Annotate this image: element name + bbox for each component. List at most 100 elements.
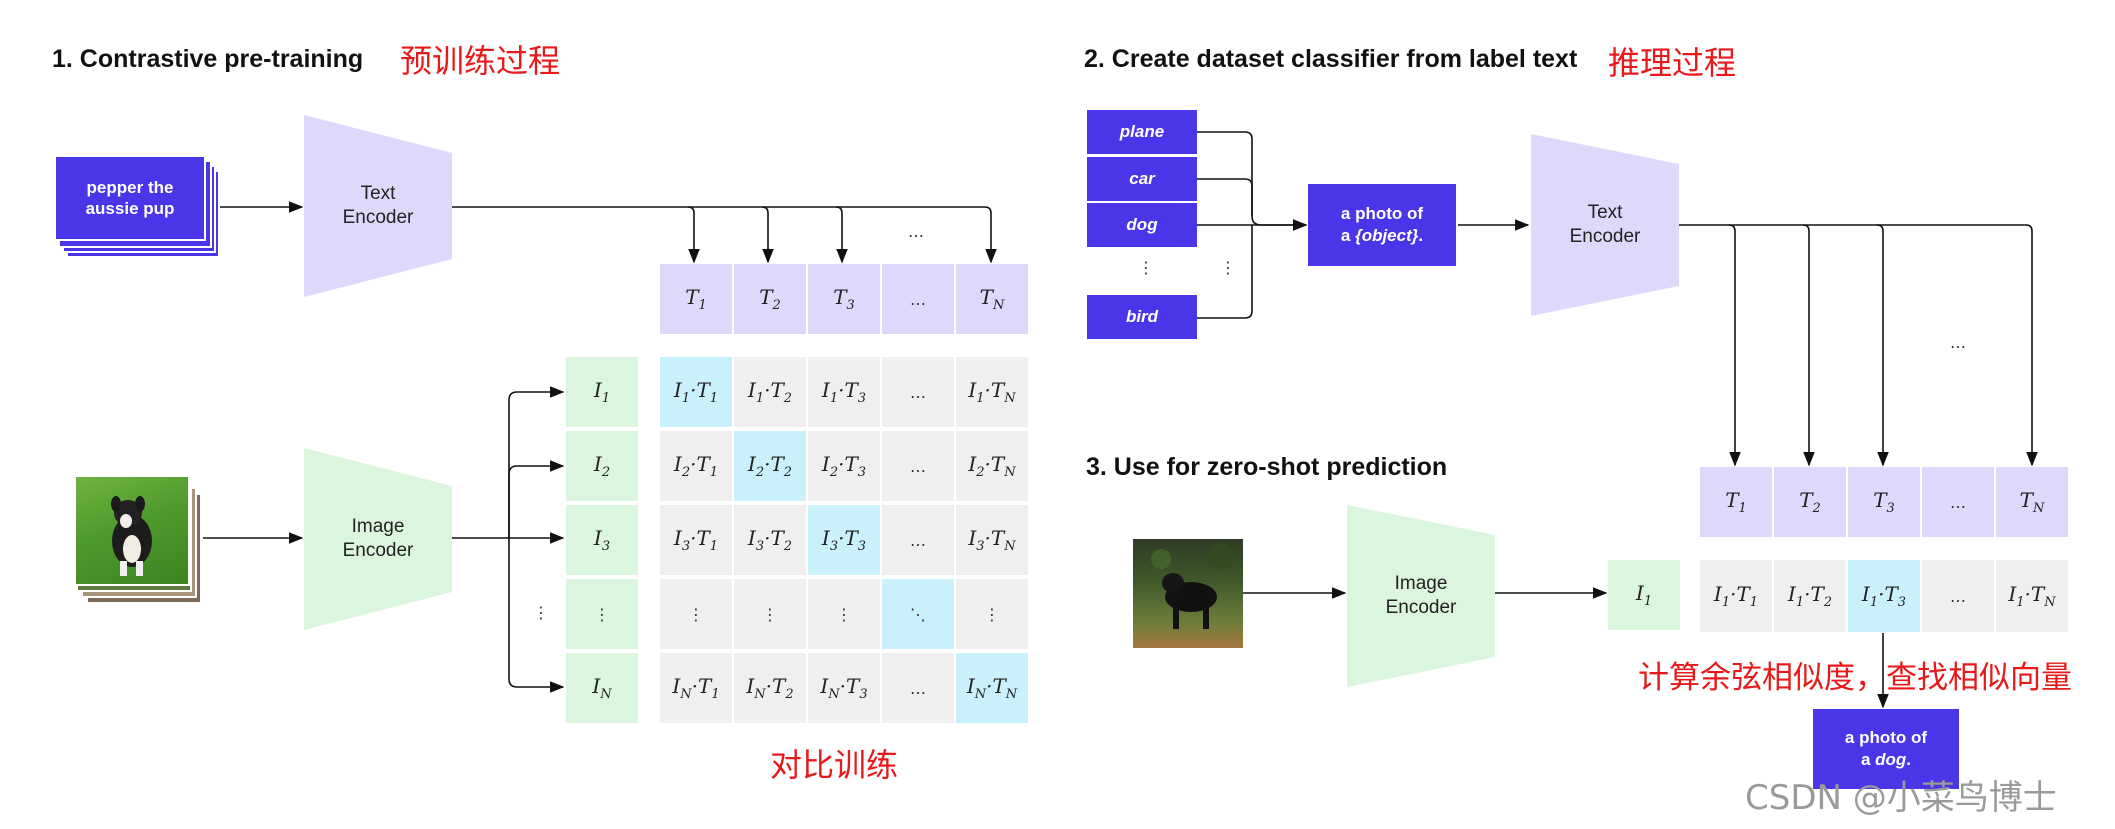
matrix-cell: ⋮: [808, 579, 880, 649]
product-label: I1·T3: [1861, 582, 1907, 610]
product-cell: …: [1922, 560, 1994, 632]
image-feature-cell: I1: [566, 357, 638, 427]
prompt-line2: a {object}.: [1341, 225, 1423, 247]
text-feature-cell: T1: [660, 264, 732, 334]
matrix-cell-value: …: [910, 678, 926, 698]
matrix-cell: …: [882, 653, 954, 723]
text-feature-label: T3: [833, 285, 855, 313]
text-feature-label: T2: [1799, 488, 1821, 516]
matrix-cell: …: [882, 431, 954, 501]
matrix-cell-value: I3·T3: [821, 526, 867, 554]
text-feature-ellipsis: …: [1950, 492, 1966, 512]
matrix-cell-value: ⋮: [762, 604, 778, 624]
similarity-annotation: 计算余弦相似度，查找相似向量: [1638, 660, 2072, 696]
product-label: I1·T1: [1713, 582, 1759, 610]
text-encoder-label: Text Encoder: [1569, 202, 1641, 247]
result-object: dog: [1875, 750, 1907, 769]
matrix-cell-value: I3·T2: [747, 526, 793, 554]
matrix-cell-value: …: [910, 456, 926, 476]
image-feature-ellipsis: ⋮: [594, 604, 610, 624]
encoder-output-ellipsis: …: [1950, 333, 1966, 352]
prediction-result: a photo of a dog.: [1813, 709, 1959, 789]
text-feature-label: TN: [979, 285, 1005, 313]
product-label: I1·T2: [1787, 582, 1833, 610]
product-cell-highlight: I1·T3: [1848, 560, 1920, 632]
text-feature-cell: T1: [1700, 467, 1772, 537]
prompt-template: a photo of a {object}.: [1308, 184, 1456, 266]
matrix-cell-value: ⋮: [836, 604, 852, 624]
text-encoder-1: Text Encoder: [304, 115, 452, 297]
section3-heading: 3. Use for zero-shot prediction: [1086, 453, 1448, 481]
matrix-cell: ⋮: [956, 579, 1028, 649]
label-ellipsis: ⋮: [1138, 258, 1154, 277]
image-feature-cell: I3: [566, 505, 638, 575]
matrix-cell-value: …: [910, 382, 926, 402]
image-feature-cell: ⋮: [566, 579, 638, 649]
image-feature-label: I3: [593, 526, 611, 554]
image-feature-label: I1: [1635, 581, 1653, 609]
matrix-cell: I2·T1: [660, 431, 732, 501]
text-feature-label: T1: [685, 285, 707, 313]
matrix-cell-value: I1·T3: [821, 378, 867, 406]
product-label: I1·TN: [2008, 582, 2056, 610]
image-feature-cell: I1: [1608, 560, 1680, 630]
product-cell: I1·T1: [1700, 560, 1772, 632]
result-prefix: a: [1860, 750, 1876, 769]
dog-illustration-icon: [111, 496, 152, 576]
text-feature-cell: TN: [956, 264, 1028, 334]
left-ellipsis: ⋮: [533, 603, 549, 622]
contrastive-annotation: 对比训练: [770, 746, 899, 784]
text-feature-label: TN: [2019, 488, 2045, 516]
text-feature-label: T3: [1873, 488, 1895, 516]
result-suffix: .: [1906, 750, 1912, 769]
text-feature-cell: T3: [1848, 467, 1920, 537]
matrix-cell-value: IN·T3: [820, 674, 868, 702]
dog-photo-2: [1133, 539, 1243, 648]
text-encoder-2: Text Encoder: [1531, 134, 1679, 316]
image-feature-label: IN: [592, 674, 612, 702]
image-encoder-2: Image Encoder: [1347, 505, 1495, 687]
matrix-cell-value: …: [910, 530, 926, 550]
matrix-cell: ⋮: [660, 579, 732, 649]
matrix-cell-value: I2·T1: [673, 452, 719, 480]
matrix-cell: I3·T2: [734, 505, 806, 575]
section2-annotation: 推理过程: [1608, 44, 1737, 82]
matrix-cell: I2·T3: [808, 431, 880, 501]
matrix-cell: I2·TN: [956, 431, 1028, 501]
text-encoder-label: Text Encoder: [342, 183, 414, 228]
image-feature-cell: I2: [566, 431, 638, 501]
image-encoder-label: Image Encoder: [1385, 573, 1457, 618]
matrix-cell: I1·T2: [734, 357, 806, 427]
text-feature-cell: …: [882, 264, 954, 334]
matrix-cell-diagonal: ⋱: [882, 579, 954, 649]
section1-heading: 1. Contrastive pre-training: [52, 45, 364, 73]
matrix-cell-value: I1·T2: [747, 378, 793, 406]
matrix-cell: …: [882, 505, 954, 575]
text-feature-ellipsis: …: [910, 289, 926, 309]
section2-heading: 2. Create dataset classifier from label …: [1084, 45, 1578, 73]
image-feature-cell: IN: [566, 653, 638, 723]
prompt-suffix: .: [1418, 226, 1424, 245]
matrix-cell: ⋮: [734, 579, 806, 649]
matrix-cell-value: I2·T2: [747, 452, 793, 480]
label-plane: plane: [1087, 110, 1197, 154]
top-ellipsis: …: [908, 222, 924, 241]
matrix-cell-value: IN·TN: [966, 674, 1018, 702]
image-feature-label: I2: [593, 452, 611, 480]
product-cell: I1·TN: [1996, 560, 2068, 632]
text-feature-cell: TN: [1996, 467, 2068, 537]
dog-illustration-icon: [1151, 543, 1235, 629]
matrix-cell-value: I2·T3: [821, 452, 867, 480]
product-ellipsis: …: [1950, 586, 1966, 606]
label-dog: dog: [1087, 203, 1197, 247]
label-bird: bird: [1087, 295, 1197, 339]
matrix-cell-value: I1·T1: [673, 378, 719, 406]
matrix-cell-value: IN·T1: [672, 674, 720, 702]
watermark: CSDN @小菜鸟博士: [1745, 778, 2057, 818]
matrix-cell: I1·T3: [808, 357, 880, 427]
prompt-object: {object}: [1355, 226, 1419, 245]
matrix-cell: IN·T1: [660, 653, 732, 723]
text-feature-label: T2: [759, 285, 781, 313]
